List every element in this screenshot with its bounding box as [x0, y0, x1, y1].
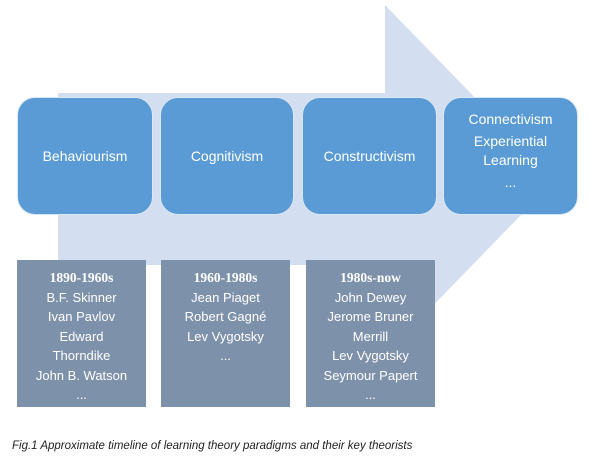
paradigm-label: Cognitivism [190, 148, 264, 164]
theorist: Merrill [352, 328, 389, 344]
paradigm-constructivism: Constructivism [302, 97, 437, 215]
theorist: Jerome Bruner [327, 309, 414, 324]
paradigm-connectivism: Connectivism Experiential Learning ... [443, 97, 578, 215]
paradigm-label: Behaviourism [42, 148, 128, 164]
era-box-3: 1980s-now John Dewey Jerome Bruner Merri… [306, 260, 435, 407]
theorist: Lev Vygotsky [187, 328, 264, 344]
era-years: 1960-1980s [193, 270, 258, 285]
era-box-2: 1960-1980s Jean Piaget Robert Gagné Lev … [161, 260, 290, 407]
era-years: 1980s-now [340, 270, 401, 285]
paradigm-label: Connectivism [468, 111, 553, 127]
theorist: ... [76, 387, 87, 402]
theorist: Seymour Papert [323, 367, 418, 383]
paradigm-label: Experiential Learning [473, 133, 548, 168]
theorist: B.F. Skinner [46, 289, 117, 305]
theorist: John B. Watson [35, 367, 128, 383]
theorist: ... [365, 387, 376, 402]
figure-caption: Fig.1 Approximate timeline of learning t… [12, 440, 413, 452]
paradigm-label: Constructivism [323, 148, 416, 164]
paradigm-ellipsis: ... [504, 174, 517, 190]
era-box-1: 1890-1960s B.F. Skinner Ivan Pavlov Edwa… [17, 260, 146, 407]
theorist: Edward [59, 328, 104, 344]
theorist: Jean Piaget [191, 289, 260, 305]
theorist: ... [220, 348, 231, 363]
paradigm-cognitivism: Cognitivism [160, 97, 294, 215]
theorist: John Dewey [334, 289, 407, 305]
era-years: 1890-1960s [49, 270, 114, 285]
theorist: Lev Vygotsky [332, 348, 409, 363]
theorist: Ivan Pavlov [47, 309, 116, 324]
theorist: Thorndike [52, 348, 111, 363]
paradigm-behaviourism: Behaviourism [17, 97, 153, 215]
theorist: Robert Gagné [184, 309, 267, 324]
